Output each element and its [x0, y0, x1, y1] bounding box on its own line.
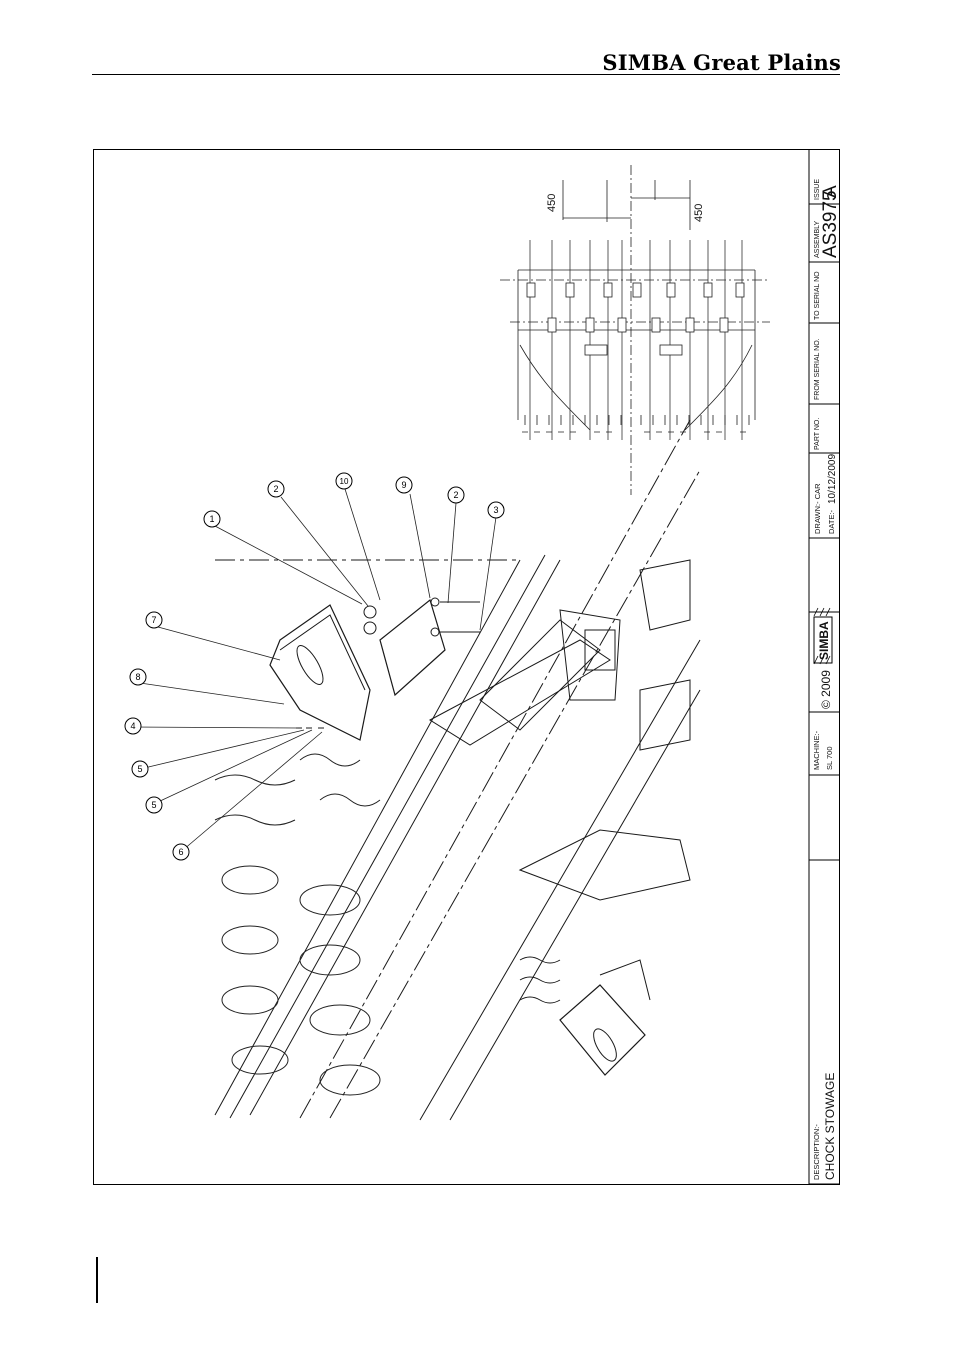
- date-value: 10/12/2009: [827, 454, 838, 504]
- dimension-lower: 450: [693, 204, 705, 222]
- balloon-label: 2: [273, 484, 278, 494]
- part-no-label: PART NO.: [814, 418, 821, 450]
- item-balloons: 1 2 10 9 2 3 7 8 4 5 5 6: [125, 473, 504, 860]
- assembly-value: AS3975: [820, 190, 841, 258]
- simba-logo: SIMBA: [814, 608, 832, 664]
- svg-text:SIMBA: SIMBA: [817, 621, 831, 660]
- balloon-label: 1: [209, 514, 214, 524]
- leader-lines: [132, 489, 496, 850]
- balloon-label: 5: [151, 800, 156, 810]
- copyright: © 2009: [819, 670, 833, 709]
- balloon-label: 2: [453, 490, 458, 500]
- description-label: DESCRIPTION:-: [812, 1124, 821, 1180]
- balloon-label: 10: [340, 477, 349, 486]
- isometric-assembly: [215, 420, 700, 1120]
- balloon-label: 6: [178, 847, 183, 857]
- machine-value: SL 700: [825, 747, 834, 771]
- balloon-label: 4: [130, 721, 135, 731]
- drawn-label: DRAWN:- CAR: [813, 483, 822, 534]
- to-serial-label: TO SERIAL NO: [814, 271, 821, 320]
- overview-plan: [500, 165, 770, 495]
- from-serial-label: FROM SERIAL NO.: [814, 338, 821, 400]
- date-label: DATE:-: [827, 509, 836, 534]
- balloon-label: 7: [151, 615, 156, 625]
- balloon-label: 9: [401, 480, 406, 490]
- balloon-label: 8: [135, 672, 140, 682]
- machine-label: MACHINE:-: [812, 730, 821, 770]
- dimension-upper: 450: [546, 194, 558, 212]
- description-value: CHOCK STOWAGE: [823, 1073, 837, 1180]
- balloon-label: 5: [137, 764, 142, 774]
- balloon-label: 3: [493, 505, 498, 515]
